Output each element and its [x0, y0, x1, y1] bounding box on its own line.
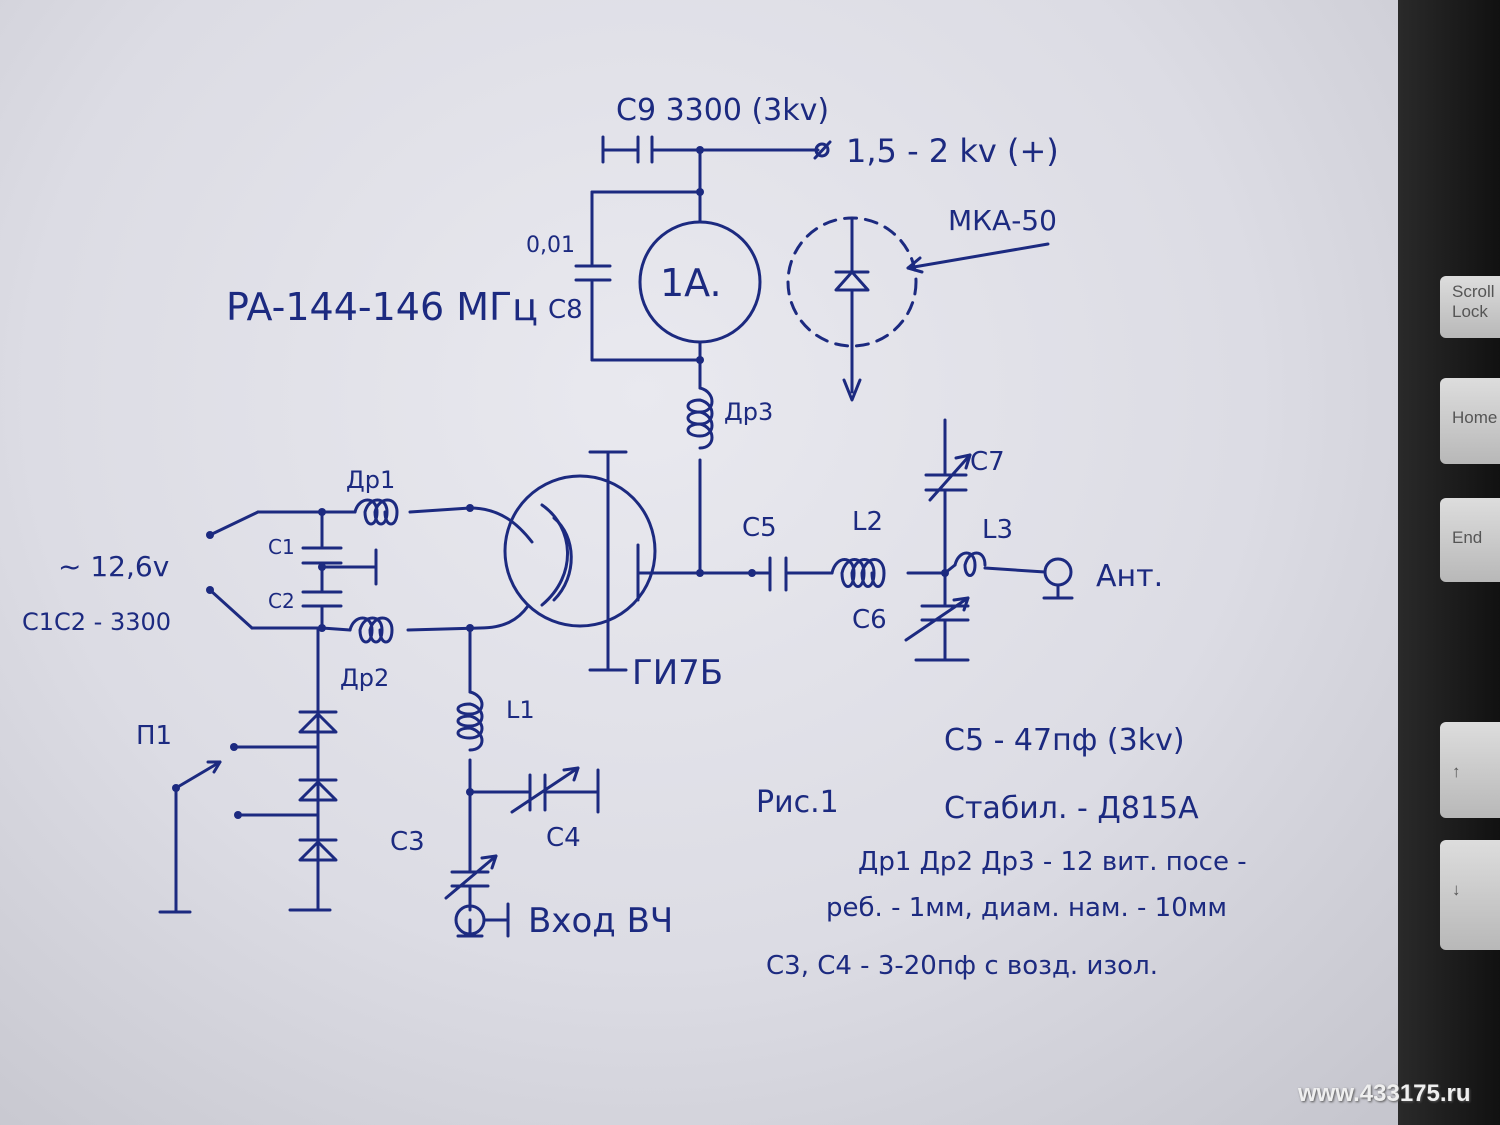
note-line: C3, C4 - 3-20пф с возд. изол. [766, 951, 1158, 981]
key-home: Home [1440, 378, 1500, 464]
label-p1: П1 [136, 721, 172, 751]
title-label: PA-144-146 МГц [226, 285, 538, 329]
key-arrow-down: ↓ [1440, 840, 1500, 950]
label-c1c2: C1C2 - 3300 [22, 608, 171, 636]
paper-sheet [0, 0, 1430, 1125]
label-l2: L2 [852, 507, 883, 537]
key-label: Home [1452, 408, 1498, 427]
key-label: ↑ [1452, 762, 1461, 781]
label-tube: ГИ7Б [632, 653, 723, 693]
label-dr1: Др1 [346, 466, 395, 494]
label-c4: C4 [546, 823, 581, 853]
label-l3: L3 [982, 515, 1013, 545]
label-l1: L1 [506, 696, 535, 724]
note-line: Др1 Др2 Др3 - 12 вит. посе - [858, 847, 1247, 877]
label-ant: Ант. [1096, 559, 1163, 594]
label-filament: ~ 12,6v [58, 550, 169, 583]
label-figure: Рис.1 [756, 785, 839, 820]
label-mka: МКА-50 [948, 204, 1057, 237]
label-c8-value: 0,01 [526, 233, 575, 258]
key-label: End [1452, 528, 1483, 547]
key-scroll-lock: Scroll Lock [1440, 276, 1500, 338]
label-c9: C9 3300 (3kv) [616, 93, 829, 128]
note-line: Стабил. - Д815А [944, 791, 1199, 826]
label-c5: C5 [742, 513, 777, 543]
key-label: ↓ [1452, 880, 1461, 899]
meter-label: 1A. [660, 261, 722, 305]
watermark: www.433175.ru [1298, 1080, 1471, 1107]
label-c7: C7 [970, 447, 1005, 477]
label-input: Вход ВЧ [528, 901, 673, 941]
note-line: реб. - 1мм, диам. нам. - 10мм [826, 893, 1227, 923]
label-c1: C1 [268, 535, 295, 559]
label-c2: C2 [268, 589, 295, 613]
label-dr2: Др2 [340, 664, 389, 692]
key-end: End [1440, 498, 1500, 582]
key-label: Lock [1452, 302, 1488, 321]
label-hv: 1,5 - 2 kv (+) [846, 132, 1059, 170]
label-dr3: Др3 [724, 398, 773, 426]
key-label: Scroll [1452, 282, 1495, 301]
schematic: C9 3300 (3kv) 1,5 - 2 kv (+) 0,01 C8 PA-… [22, 93, 1247, 981]
label-c3: C3 [390, 827, 425, 857]
note-line: C5 - 47пф (3kv) [944, 723, 1185, 758]
key-arrow-up: ↑ [1440, 722, 1500, 818]
label-c6: C6 [852, 605, 887, 635]
label-c8: C8 [548, 295, 583, 325]
